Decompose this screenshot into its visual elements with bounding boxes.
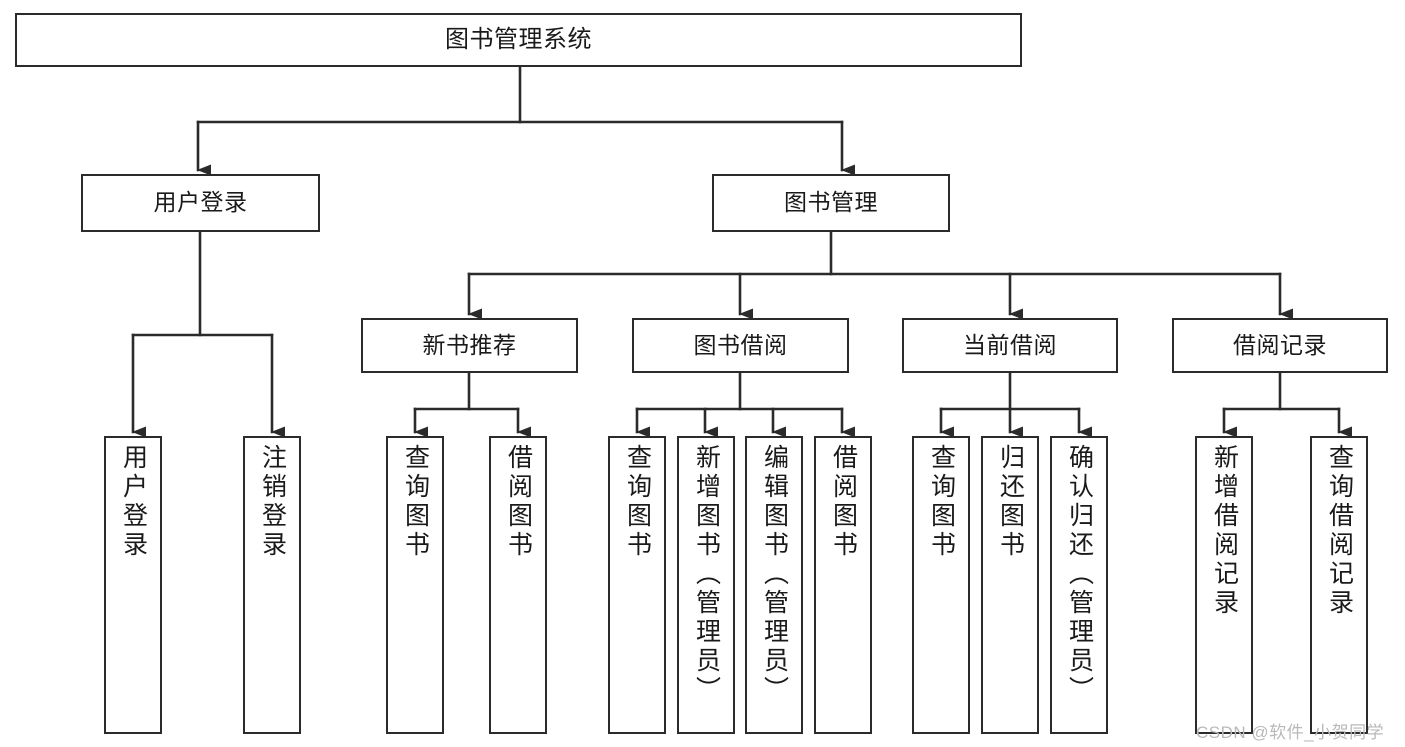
leaf-new-book-query[interactable]: 查询图书 bbox=[386, 436, 444, 734]
node-book-management[interactable]: 图书管理 bbox=[712, 174, 950, 232]
csdn-watermark: CSDN @软件_小贺同学 bbox=[1196, 718, 1384, 743]
node-root-label: 图书管理系统 bbox=[445, 25, 592, 53]
node-current-borrow-label: 当前借阅 bbox=[963, 331, 1057, 358]
leaf-book-borrow-edit[interactable]: 编辑图书（管理员） bbox=[745, 436, 803, 734]
leaf-book-borrow-add[interactable]: 新增图书（管理员） bbox=[677, 436, 735, 734]
leaf-current-borrow-return[interactable]: 归还图书 bbox=[981, 436, 1039, 734]
leaf-book-borrow-borrow-label: 借阅图书 bbox=[829, 444, 858, 560]
node-root-book-management-system[interactable]: 图书管理系统 bbox=[15, 13, 1022, 67]
node-borrow-record[interactable]: 借阅记录 bbox=[1172, 318, 1388, 373]
leaf-book-borrow-add-label: 新增图书（管理员） bbox=[692, 444, 721, 705]
node-book-borrow[interactable]: 图书借阅 bbox=[632, 318, 849, 373]
node-new-book-recommend[interactable]: 新书推荐 bbox=[361, 318, 578, 373]
leaf-current-borrow-return-label: 归还图书 bbox=[996, 444, 1025, 560]
node-borrow-record-label: 借阅记录 bbox=[1233, 331, 1327, 358]
leaf-new-book-query-label: 查询图书 bbox=[401, 444, 430, 560]
leaf-new-book-borrow-label: 借阅图书 bbox=[504, 444, 533, 560]
csdn-watermark-text: CSDN @软件_小贺同学 bbox=[1196, 723, 1385, 742]
leaf-current-borrow-query-label: 查询图书 bbox=[927, 444, 956, 560]
leaf-user-login-logout-label: 注销登录 bbox=[258, 444, 287, 560]
leaf-borrow-record-query-label: 查询借阅记录 bbox=[1325, 444, 1354, 618]
leaf-current-borrow-confirm-return[interactable]: 确认归还（管理员） bbox=[1050, 436, 1108, 734]
node-book-borrow-label: 图书借阅 bbox=[693, 331, 788, 358]
leaf-user-login-logout[interactable]: 注销登录 bbox=[243, 436, 301, 734]
leaf-user-login-login[interactable]: 用户登录 bbox=[104, 436, 162, 734]
leaf-book-borrow-query[interactable]: 查询图书 bbox=[608, 436, 666, 734]
leaf-user-login-login-label: 用户登录 bbox=[119, 444, 148, 560]
leaf-book-borrow-borrow[interactable]: 借阅图书 bbox=[814, 436, 872, 734]
node-new-book-recommend-label: 新书推荐 bbox=[422, 331, 517, 358]
leaf-borrow-record-query[interactable]: 查询借阅记录 bbox=[1310, 436, 1368, 734]
node-user-login-label: 用户登录 bbox=[153, 189, 248, 216]
leaf-current-borrow-confirm-return-label: 确认归还（管理员） bbox=[1065, 444, 1094, 705]
leaf-book-borrow-edit-label: 编辑图书（管理员） bbox=[760, 444, 789, 705]
leaf-current-borrow-query[interactable]: 查询图书 bbox=[912, 436, 970, 734]
leaf-book-borrow-query-label: 查询图书 bbox=[623, 444, 652, 560]
node-book-management-label: 图书管理 bbox=[784, 189, 878, 216]
leaf-borrow-record-add[interactable]: 新增借阅记录 bbox=[1195, 436, 1253, 734]
node-current-borrow[interactable]: 当前借阅 bbox=[902, 318, 1118, 373]
leaf-borrow-record-add-label: 新增借阅记录 bbox=[1210, 444, 1239, 618]
node-user-login[interactable]: 用户登录 bbox=[81, 174, 320, 232]
leaf-new-book-borrow[interactable]: 借阅图书 bbox=[489, 436, 547, 734]
